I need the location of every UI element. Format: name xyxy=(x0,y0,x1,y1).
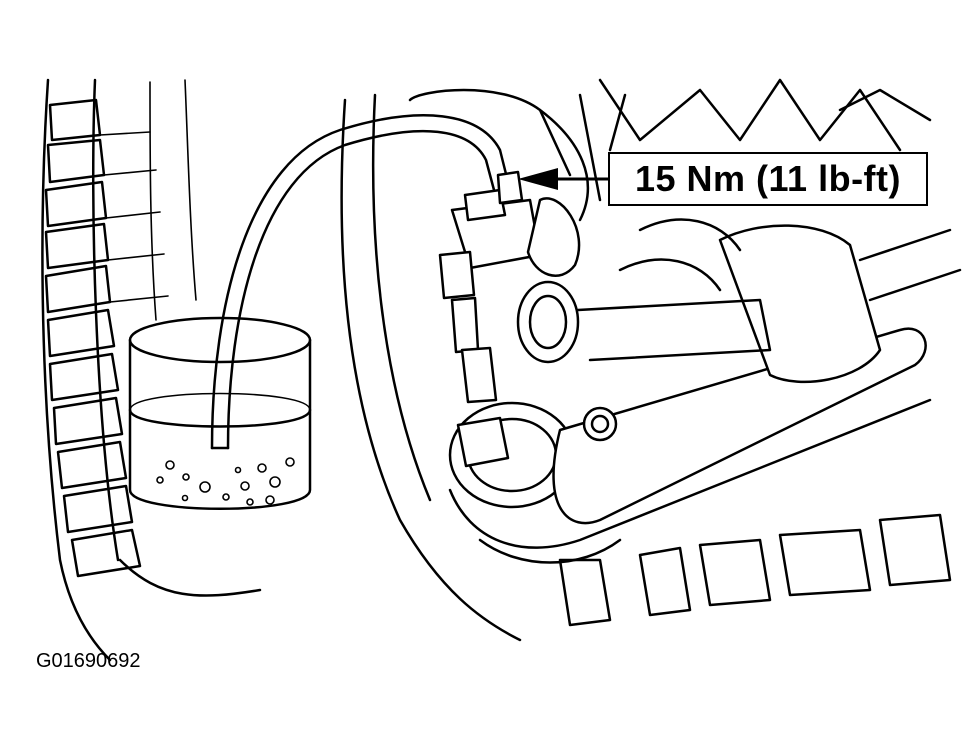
arrow-left-icon xyxy=(518,168,608,190)
figure-id: G01690692 xyxy=(36,650,141,672)
tire-tread xyxy=(41,78,262,662)
air-bubbles xyxy=(156,457,295,506)
lower-hardware xyxy=(558,513,952,627)
fluid-container xyxy=(128,316,312,510)
brake-caliper xyxy=(438,170,581,404)
bleeder-hose xyxy=(210,114,510,450)
knuckle-outline xyxy=(340,78,932,642)
torque-callout: 15 Nm (11 lb-ft) xyxy=(608,152,928,206)
tie-rod xyxy=(516,218,962,384)
